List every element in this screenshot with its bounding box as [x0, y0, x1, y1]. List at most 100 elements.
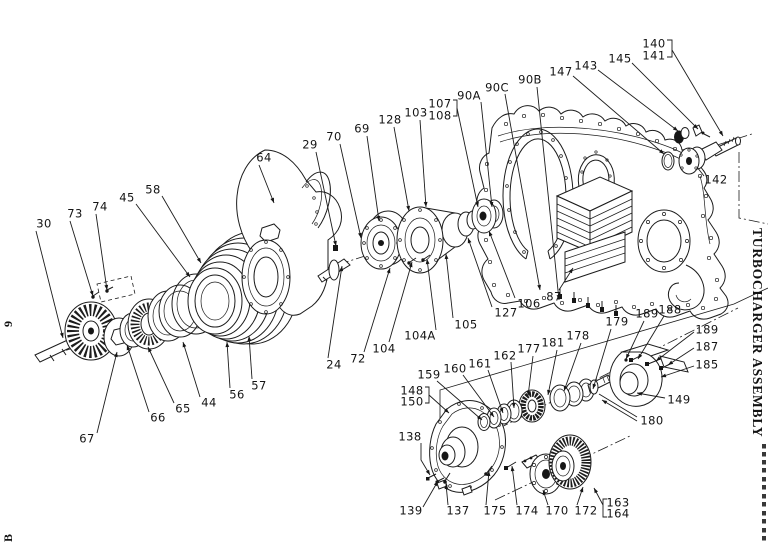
plate-studs — [558, 288, 618, 316]
callout-73-1: 73 — [67, 207, 94, 297]
callout-163-45: 163 — [606, 496, 629, 510]
callout-180-61: 180 — [598, 393, 663, 428]
callout-106-26: 106 — [488, 230, 540, 311]
callout-189-57: 189 — [655, 323, 718, 362]
bearing-carrier — [360, 210, 410, 270]
callout-label: 181 — [541, 336, 564, 350]
callout-150-37: 150 — [400, 386, 450, 414]
callout-label: 143 — [574, 59, 597, 73]
callout-142-21: 142 — [696, 166, 727, 187]
hex-boss — [259, 223, 281, 243]
callout-label: 145 — [608, 52, 631, 66]
callout-187-58: 187 — [667, 340, 718, 366]
callout-label: 180 — [640, 414, 663, 428]
callout-162-50: 162 — [493, 349, 516, 409]
callout-108-12: 108 — [428, 99, 479, 208]
callout-24-28: 24 — [326, 265, 344, 372]
edge-bracket-line — [738, 152, 768, 225]
callout-185-59: 185 — [660, 358, 718, 378]
callout-145-18: 145 — [608, 52, 699, 130]
callout-label: 189 — [695, 323, 718, 337]
callout-label: 137 — [446, 504, 469, 518]
callout-90C-14: 90C — [485, 81, 541, 291]
callout-label: 66 — [150, 411, 165, 425]
callout-172-44: 172 — [574, 486, 597, 518]
callout-104-22: 104 — [372, 261, 413, 356]
callout-label: 164 — [606, 507, 629, 521]
callout-label: 108 — [428, 109, 451, 123]
callout-label: 160 — [443, 362, 466, 376]
arch-opening-inner — [582, 159, 610, 194]
callout-label: 58 — [145, 183, 160, 197]
callout-57-31: 57 — [247, 335, 266, 393]
callout-160-48: 160 — [443, 362, 495, 418]
callout-178-53: 178 — [563, 329, 589, 392]
callout-label: 172 — [574, 504, 597, 518]
compressor-housing — [236, 149, 342, 316]
callout-90A-13: 90A — [457, 89, 494, 208]
callout-149-60: 149 — [636, 392, 690, 407]
callout-label: 174 — [515, 504, 538, 518]
callout-label: 127 — [494, 306, 517, 320]
callout-label: 148 — [400, 384, 423, 398]
callout-label: 139 — [399, 504, 422, 518]
page-marker-left: 9 — [1, 321, 15, 327]
finned-block — [555, 176, 634, 283]
turbine-wheel — [64, 301, 118, 361]
arch-opening-outer — [577, 154, 615, 199]
callout-label: 74 — [92, 200, 107, 214]
pump-body — [678, 136, 741, 175]
callout-74-2: 74 — [92, 200, 109, 291]
callout-label: 147 — [549, 65, 572, 79]
callout-72-29: 72 — [350, 267, 391, 366]
callout-label: 103 — [404, 106, 427, 120]
callout-label: 69 — [354, 122, 369, 136]
shaft-nut — [333, 245, 338, 251]
callout-58-4: 58 — [145, 183, 202, 264]
bracket-housing — [609, 343, 689, 407]
callout-174-42: 174 — [510, 465, 538, 518]
callout-label: 73 — [67, 207, 82, 221]
callout-label: 162 — [493, 349, 516, 363]
callout-label: 140 — [642, 37, 665, 51]
callout-label: 67 — [79, 432, 94, 446]
callout-179-54: 179 — [592, 315, 628, 390]
callout-label: 161 — [468, 357, 491, 371]
callout-label: 188 — [658, 303, 681, 317]
callout-label: 90A — [457, 89, 481, 103]
pulley-drum — [548, 434, 592, 490]
callout-90B-15: 90B — [518, 73, 561, 301]
callout-64-5: 64 — [256, 151, 275, 204]
drive-hub — [471, 198, 497, 234]
callout-140-19: 140 — [642, 37, 665, 51]
callout-label: 128 — [378, 113, 401, 127]
plate-right-flange — [637, 209, 705, 311]
callout-label: 177 — [517, 342, 540, 356]
callout-67-35: 67 — [79, 351, 118, 446]
callout-label: 179 — [605, 315, 628, 329]
callout-164-46: 164 — [593, 487, 629, 521]
callout-70-7: 70 — [326, 130, 362, 239]
callout-175-41: 175 — [483, 470, 506, 518]
callout-45-3: 45 — [119, 191, 191, 278]
bearing-housing — [396, 206, 469, 274]
callout-label: 105 — [454, 318, 477, 332]
callout-188-56: 188 — [637, 303, 681, 360]
callout-105-24: 105 — [444, 253, 477, 332]
callout-148-36: 148 — [400, 384, 423, 398]
callout-label: 142 — [704, 173, 727, 187]
callout-103-10: 103 — [404, 106, 428, 208]
callout-159-47: 159 — [417, 368, 483, 421]
callout-147-16: 147 — [549, 65, 665, 155]
callout-143-17: 143 — [574, 59, 679, 132]
callout-189-55: 189 — [625, 307, 658, 360]
callout-161-49: 161 — [468, 357, 504, 414]
callout-label: 106 — [517, 297, 540, 311]
callout-107-11: 107 — [428, 97, 451, 111]
callout-65-33: 65 — [147, 346, 190, 416]
callout-label: 159 — [417, 368, 440, 382]
callout-170-43: 170 — [542, 489, 568, 518]
callout-139-39: 139 — [399, 480, 439, 518]
